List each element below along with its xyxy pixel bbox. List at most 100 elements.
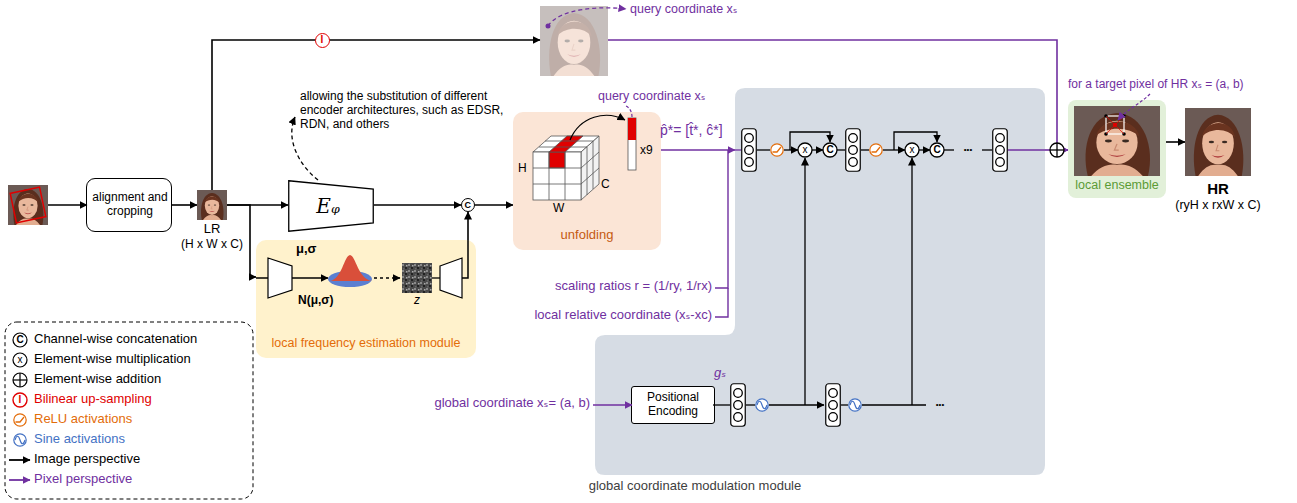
concat-circle: C [461, 198, 475, 212]
annotation-label-holder: x [798, 143, 812, 157]
node-text-holder: C [601, 178, 610, 192]
annotation-label-holder: C [13, 333, 27, 347]
annotation-label-holder: query coordinate xₛ [598, 89, 706, 103]
illustration-part [862, 404, 926, 405]
illustration-part [10, 187, 46, 223]
encoder-trapezoid: Eᵩ [288, 180, 374, 232]
node-text-holder: (H x W x C) [172, 238, 252, 252]
illustration-part [402, 263, 432, 293]
legend-text: Pixel perspective [34, 472, 132, 487]
illustration-part [462, 240, 468, 278]
illustration-part [784, 149, 798, 150]
illustration-part [846, 129, 861, 172]
illustration-part [593, 141, 594, 189]
illustration-part [1106, 116, 1124, 134]
legend-text: Bilinear up-sampling [34, 392, 152, 407]
legend-box [5, 322, 253, 499]
annotation-label: ••• [936, 400, 944, 409]
illustration-part [804, 158, 805, 405]
illustration-part [841, 404, 848, 405]
annotation-label: ••• [964, 145, 972, 154]
illustration-part [539, 147, 587, 148]
mlp-top-row [735, 129, 1045, 172]
legend-text: Element-wise addition [34, 372, 161, 387]
node-text-holder: unfolding [513, 228, 661, 243]
illustration-part [9, 459, 30, 461]
illustration-part [1008, 149, 1045, 150]
legend-text: Image perspective [34, 452, 140, 467]
illustration-part [1056, 143, 1057, 157]
connector [212, 40, 540, 190]
connector [661, 149, 735, 151]
annotation-label: for a target pixel of HR xₛ = (a, b) [1068, 78, 1244, 92]
illustration-part [861, 149, 869, 150]
illustration-part [13, 393, 27, 407]
illustration-part [540, 6, 608, 76]
node-text: W [553, 202, 564, 216]
annotation-label-holder: local relative coordinate (xₛ-xc) [440, 308, 712, 323]
illustration-part [769, 404, 824, 405]
node-text-holder: W [553, 202, 564, 216]
illustration-part [1074, 106, 1160, 176]
illustration-part [628, 118, 636, 140]
unfold-arrow [570, 115, 625, 140]
legend-text: Channel-wise concatenation [34, 332, 197, 347]
annotation-label-holder: gₛ [714, 366, 726, 381]
mlp-bottom-row [713, 158, 926, 426]
illustration-part [581, 168, 599, 184]
annotation-label: p̂*= [t̂*, ĉ*] [660, 122, 723, 138]
unfolding-cube [533, 136, 599, 200]
illustration-part [581, 136, 599, 200]
illustration-part [812, 149, 823, 150]
upsampled-face [540, 6, 608, 76]
edge-label-holder: I [315, 33, 330, 48]
node-text-holder: local ensemble [1068, 178, 1166, 192]
illustration-part [870, 144, 882, 156]
illustration-part [715, 150, 728, 288]
node-text-holder: x9 [640, 144, 653, 158]
annotation-label-holder: p̂*= [t̂*, ĉ*] [660, 122, 723, 138]
annotation-label: C [826, 144, 833, 156]
illustration-part [930, 143, 944, 157]
node-text-holder: z [414, 294, 420, 308]
illustration-part [593, 404, 632, 405]
legend-text-holder: Image perspective [34, 452, 140, 467]
illustration-part [268, 258, 292, 298]
annotation-label: local relative coordinate (xₛ-xc) [534, 308, 712, 323]
illustration-part [771, 144, 783, 156]
query-leader [626, 106, 632, 117]
illustration-part [13, 353, 27, 367]
illustration-part [919, 149, 930, 150]
annotation-label: scaling ratios r = (1/ry, 1/rx) [555, 279, 712, 294]
node-text: Positional Encoding [634, 391, 712, 419]
addition-symbol [1050, 143, 1064, 157]
connector [374, 204, 461, 206]
lr-face [197, 190, 227, 220]
legend-text-holder: Element-wise multiplication [34, 352, 191, 367]
illustration-part [19, 373, 20, 387]
annotation-label: x [910, 144, 915, 156]
annotation-label: C [16, 334, 23, 346]
illustration-part [13, 333, 27, 347]
module-panel: μ,σN(μ,σ)zlocal frequency estimation mod… [256, 240, 476, 358]
illustration-part [713, 404, 730, 405]
node-text-holder: H [518, 162, 527, 176]
legend-text-holder: Channel-wise concatenation [34, 332, 197, 347]
node-text: query coordinate xₛ [630, 2, 738, 16]
illustration-part [533, 168, 581, 169]
illustration-part [993, 129, 1008, 172]
node-text-holder: alignment and cropping [90, 181, 170, 229]
node-text: x9 [640, 144, 653, 158]
connector [467, 212, 469, 240]
annotation-label-holder: ••• [926, 398, 954, 412]
illustration-part [14, 414, 26, 426]
legend-text-holder: Bilinear up-sampling [34, 392, 152, 407]
illustration-part [1106, 116, 1124, 134]
illustration-part [8, 185, 48, 225]
annotation-label-holder: x [13, 353, 27, 367]
annotation-label-holder: C [930, 143, 944, 157]
node-text-holder: Eᵩ [288, 180, 368, 232]
node-text: (H x W x C) [181, 238, 243, 252]
